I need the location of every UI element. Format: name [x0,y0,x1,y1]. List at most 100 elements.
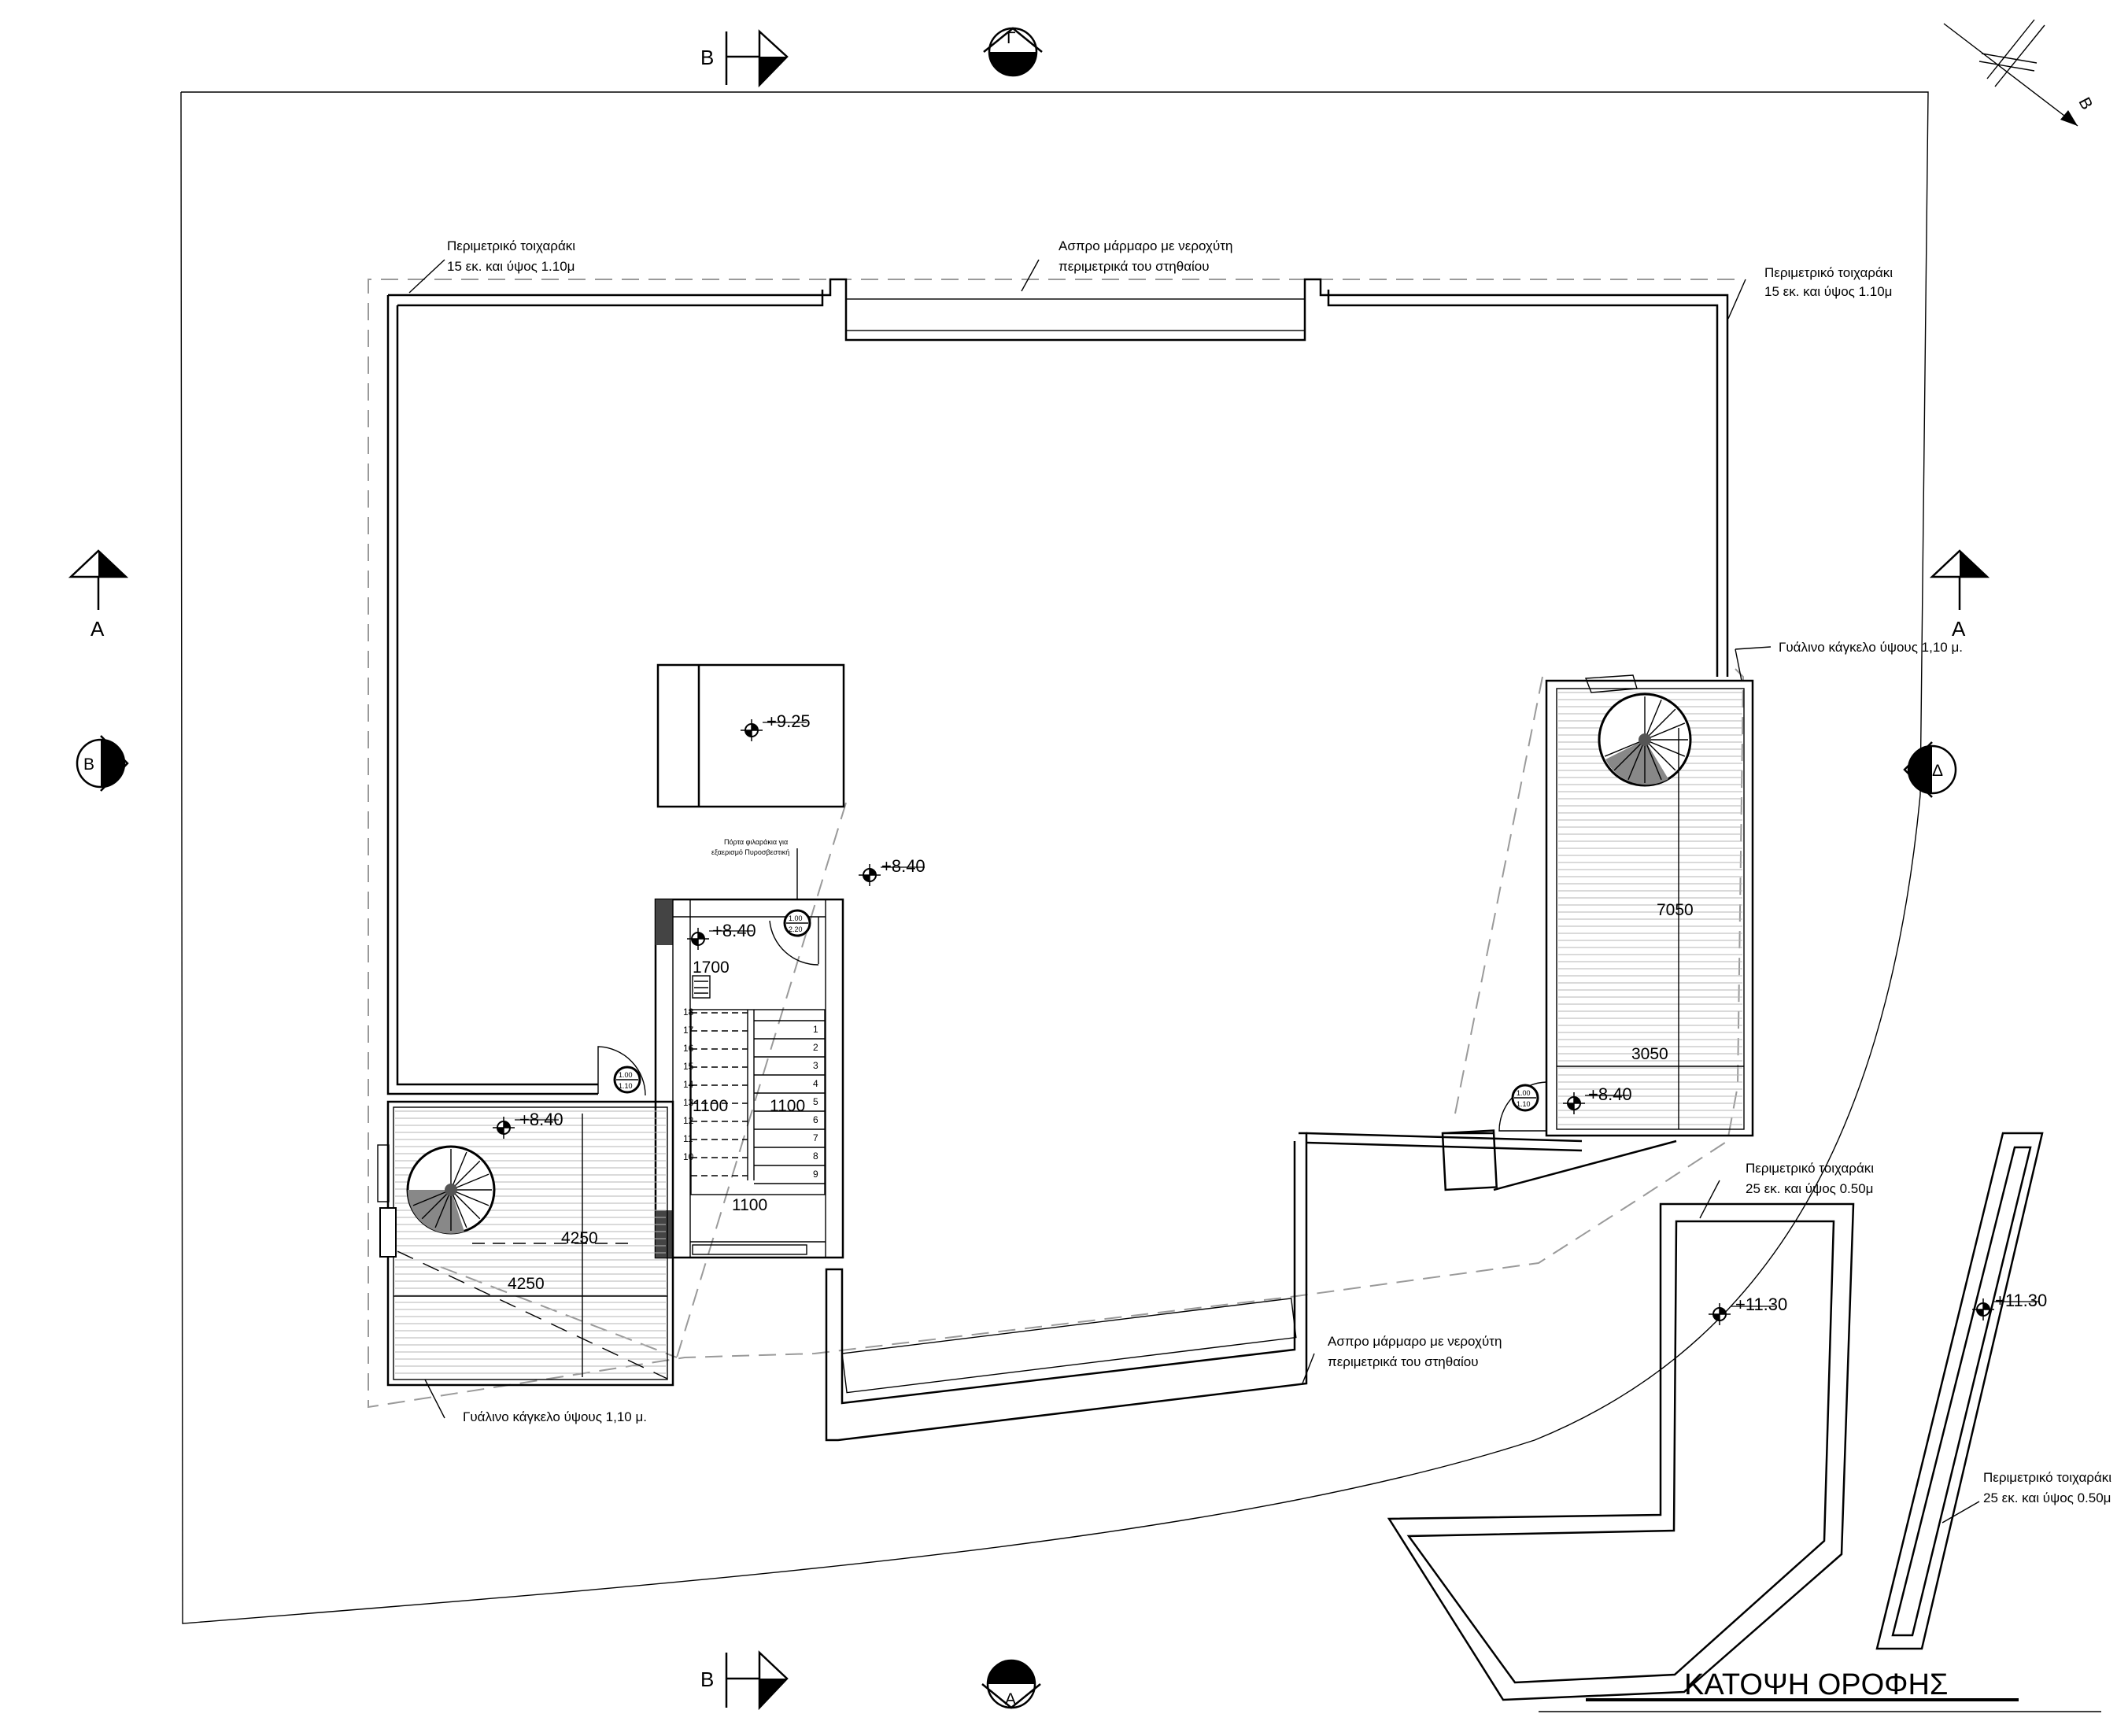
level-right-terrace: +8.40 [1588,1084,1632,1104]
spiral-tread [421,1189,452,1220]
step-label: 1 [813,1024,818,1035]
spiral-stair-treads [1604,696,1688,783]
step-label: 17 [683,1025,694,1036]
spiral-tread [1644,699,1662,741]
door-tag-width: 1.00 [619,1071,633,1079]
upper-roof-l-shape [1387,1202,1855,1701]
roof-lower-outline [825,1132,1583,1442]
upper-roof-strip [1875,1132,2044,1650]
step-label: 2 [813,1042,818,1053]
note-marble-detail: περιμετρικά του στηθαίου [1328,1354,1479,1369]
eave-diagonal-left [676,802,847,1358]
door-tag-width: 1.00 [1517,1089,1531,1097]
right-terrace [1441,674,1754,1191]
spiral-tread [450,1189,481,1220]
level-upper-roof-a: +11.30 [1735,1295,1787,1314]
dim-landing-width: 1700 [693,958,730,977]
eave-diagonal-right [1454,676,1543,1118]
stair-core [654,898,844,1259]
left-terrace [377,1046,674,1387]
note-low-wall: Περιμετρικό τοιχαράκι [1746,1161,1874,1176]
section-marker-a-right: Α [1929,549,1990,641]
note-perimeter-wall-detail: 15 εκ. και ύψος 1.10μ [447,259,575,274]
step-label: 8 [813,1151,818,1162]
section-label: Α [1952,617,1966,641]
section-marker-b-top: Β [700,29,789,88]
step-label: 16 [683,1043,694,1054]
door-tag-height: 1.10 [1517,1100,1531,1108]
step-label: 11 [683,1133,693,1144]
step-label: 12 [683,1115,694,1126]
note-low-wall: Περιμετρικό τοιχαράκι [1983,1470,2111,1485]
step-label: 9 [813,1169,818,1180]
note-glass-rail: Γυάλινο κάγκελο ύψους 1,10 μ. [463,1409,647,1424]
dimensions: 1700 1100 1100 1100 4250 4250 7050 3050 [508,901,1694,1293]
terrace-hatch [1558,692,1742,1125]
eave-diagonal-terrace [440,1266,678,1358]
section-label: Α [91,617,105,641]
note-perimeter-wall: Περιμετρικό τοιχαράκι [1764,265,1893,280]
note-perimeter-wall-detail: 15 εκ. και ύψος 1.10μ [1764,284,1892,299]
north-arrow: Β [1943,19,2096,127]
spiral-stair-treads [412,1149,492,1231]
section-label: Β [83,755,94,774]
spiral-tread [1627,739,1646,781]
note-low-wall-detail: 25 εκ. και ύψος 0.50μ [1746,1181,1873,1196]
door-tag-height: 2.20 [789,925,803,933]
section-label: Β [700,46,714,69]
step-label: 5 [813,1096,818,1107]
note-fire-door: Πόρτα φιλαράκια για [724,838,788,846]
dim-flight-left: 1100 [693,1097,728,1115]
section-marker-g-top: Γ [983,27,1043,77]
main-roof-outline [386,278,1729,1095]
note-fire-door-detail: εξαερισμό Πυροσβεστική [711,848,789,856]
drawing-title: ΚΑΤΟΨΗ ΟΡΟΦΗΣ [1684,1668,1948,1701]
dim-right-terrace-height: 7050 [1657,901,1694,919]
note-low-wall-detail: 25 εκ. και ύψος 0.50μ [1983,1490,2111,1505]
spiral-tread [1644,722,1686,741]
step-label: 14 [683,1079,694,1090]
level-roof-main: +8.40 [881,856,925,876]
section-label: Γ [1007,29,1016,47]
step-label: 15 [683,1061,694,1072]
note-perimeter-wall: Περιμετρικό τοιχαράκι [447,238,575,253]
section-marker-a-left: Α [68,549,129,641]
step-label: 3 [813,1060,818,1071]
spiral-tread [1644,739,1662,781]
spiral-tread [1644,708,1676,741]
section-marker-b-left: Β [76,735,129,792]
step-label: 7 [813,1132,818,1143]
drawing-title-block: ΚΑΤΟΨΗ ΟΡΟΦΗΣ [1539,1668,2101,1712]
section-marker-d-right: Δ [1903,741,1957,798]
skylight [656,663,845,808]
step-label: 10 [683,1151,694,1162]
note-marble: Ασπρο μάρμαρο με νεροχύτη [1058,238,1232,253]
door-tag-width: 1.00 [789,914,803,922]
spiral-tread [1613,739,1646,771]
dim-stair-bottom: 1100 [732,1196,767,1214]
note-glass-rail: Γυάλινο κάγκελο ύψους 1,10 μ. [1779,640,1963,655]
spiral-tread [450,1173,490,1191]
note-marble-detail: περιμετρικά του στηθαίου [1058,259,1210,274]
annotations: Περιμετρικό τοιχαράκι 15 εκ. και ύψος 1.… [408,238,2111,1524]
dim-right-terrace-width: 3050 [1631,1045,1668,1063]
step-label: 6 [813,1114,818,1125]
spiral-tread [1644,739,1676,771]
spiral-tread [450,1151,467,1191]
eave-outline [368,279,1745,1409]
north-label: Β [2075,94,2096,113]
door-tags: 1.00 2.20 1.00 1.10 1.00 1.10 [613,909,1539,1112]
door-tag-height: 1.10 [619,1082,633,1090]
section-label: Β [700,1668,714,1691]
dim-flight-right: 1100 [770,1097,805,1115]
dim-left-terrace-height: 4250 [561,1229,598,1247]
section-marker-b-bottom: Β [700,1650,789,1711]
spiral-tread [412,1189,452,1206]
level-upper-roof-b: +11.30 [1995,1291,2047,1310]
stair-treads [691,1012,825,1184]
spiral-tread [1604,739,1646,757]
section-marker-a-bottom: Α [981,1659,1041,1709]
step-label: 4 [813,1078,818,1089]
stair-step-numbers: 1 2 3 4 5 6 7 8 9 18 17 16 15 14 13 12 1… [683,1007,818,1180]
